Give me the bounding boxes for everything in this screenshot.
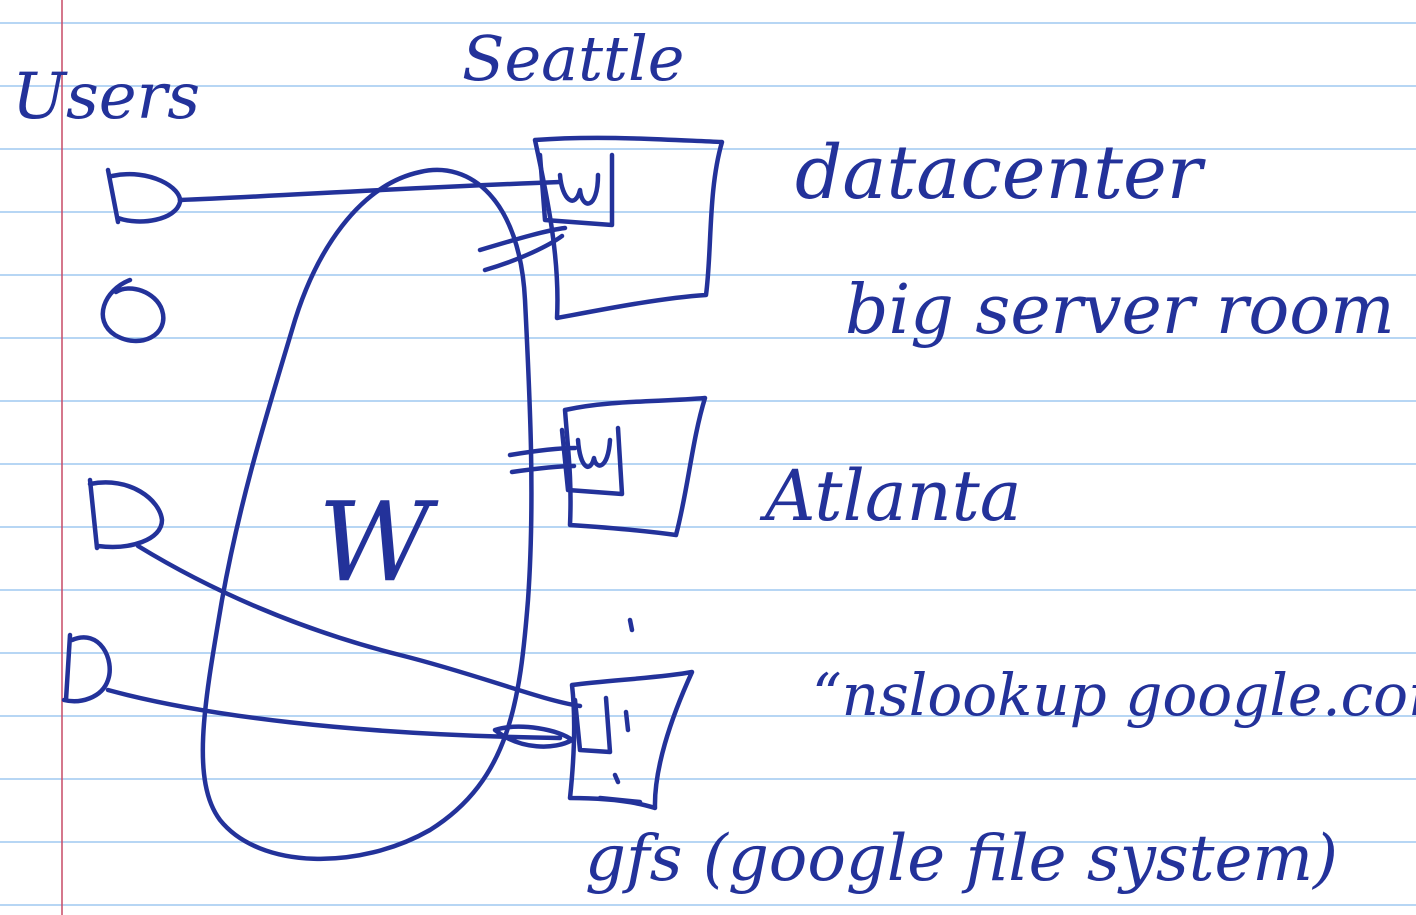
label-web-w: W: [318, 478, 439, 606]
label-gfs: gfs (google file system): [585, 822, 1338, 896]
user-device-3: [87, 477, 165, 551]
user-device-4: [61, 632, 112, 704]
link-loop-atlanta: [507, 445, 578, 475]
label-atlanta: Atlanta: [759, 455, 1022, 537]
user-device-1: [105, 167, 183, 225]
network-loop: [200, 167, 534, 861]
link-user1-seattle: [177, 179, 563, 203]
link-user3-gfs: [135, 543, 583, 709]
seattle-datacenter-box: [532, 135, 725, 321]
link-loop-seattle: [477, 225, 568, 273]
ruled-lines: [0, 22, 1416, 906]
label-seattle: Seattle: [462, 22, 684, 95]
label-users: Users: [12, 60, 200, 134]
seattle-web-server: [537, 152, 615, 228]
label-nslookup: “nslookup google.com”: [812, 661, 1416, 729]
label-big-server-room: big server room: [845, 271, 1395, 350]
label-datacenter: datacenter: [795, 130, 1207, 216]
link-user4-gfs: [105, 687, 575, 749]
atlanta-web-server: [559, 425, 625, 497]
user-device-2: [100, 277, 166, 344]
gfs-datacenter-box: [567, 669, 695, 811]
gfs-server: [572, 617, 643, 805]
